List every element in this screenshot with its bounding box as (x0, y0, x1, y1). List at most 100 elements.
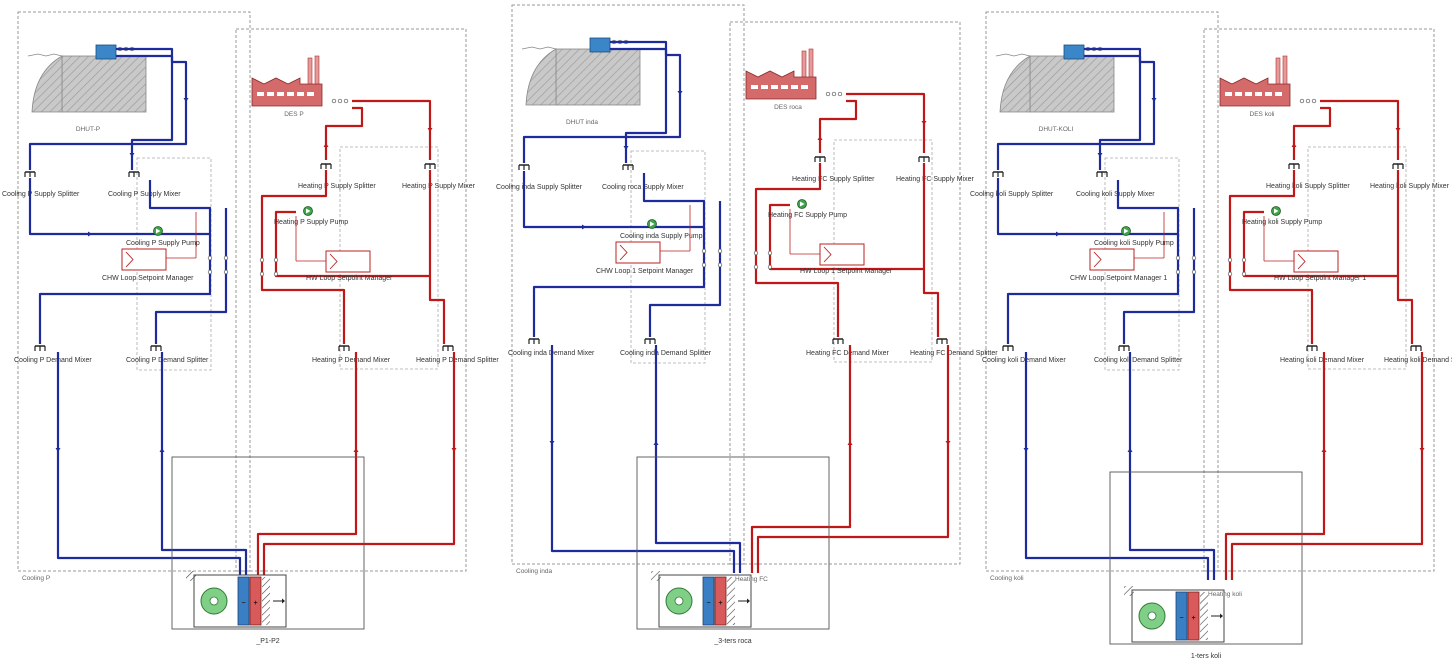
window (1245, 92, 1252, 96)
hatched-panel (1200, 592, 1208, 640)
plus-sign: + (1191, 615, 1195, 622)
hot-side (249, 576, 262, 626)
flow-arrow (129, 153, 135, 157)
flow-arrow (1395, 128, 1401, 132)
flow-arrow (159, 448, 165, 452)
flow-arrow (1291, 143, 1297, 147)
window (267, 92, 274, 96)
ground-line (27, 53, 63, 57)
district-heating-label: DES P (284, 111, 304, 118)
hw-return-pipe (324, 106, 364, 160)
chw-pump-pipe (522, 171, 706, 229)
chw-setpoint-manager[interactable] (121, 248, 167, 271)
flow-arrow (847, 441, 853, 445)
cooling-demand-mixer-label: Cooling koli Demand Mixer (982, 357, 1066, 364)
ground-line (521, 46, 557, 50)
heating-supply-pump-glyph (1274, 208, 1279, 214)
setpoint-glyph (1093, 251, 1102, 268)
flow-arrow (323, 143, 329, 147)
hw-hp-pipe (756, 345, 950, 573)
flow-arrow (183, 98, 189, 102)
hw-setpoint-manager[interactable] (1293, 250, 1339, 273)
valve-icon (753, 264, 759, 270)
hw-hp-pipe (750, 345, 852, 573)
cooling-supply-pump-glyph (1124, 228, 1129, 234)
window (791, 85, 798, 89)
hw-supply-pipe (1320, 99, 1400, 160)
valve-icon (1175, 269, 1181, 275)
hatch-block (651, 571, 661, 581)
hatch-block (1124, 586, 1134, 596)
cooling-loop-title: Cooling inda (516, 568, 553, 575)
heat-pump-frame (636, 456, 830, 630)
heat-pump-label: _3-ters roca (713, 638, 751, 645)
valve-icon (825, 91, 831, 97)
heating-supply-mixer-label: Heating P Supply Mixer (402, 183, 476, 190)
hw-setpoint-manager[interactable] (819, 243, 865, 266)
cooling-demand-splitter-label: Cooling inda Demand Splitter (620, 350, 712, 357)
valve-icon (717, 248, 723, 254)
district-cooling-building[interactable] (61, 55, 147, 113)
flow-arrow (653, 441, 659, 445)
heat-pump-label: 1-ters koli (1191, 653, 1222, 660)
valve-icon (1241, 257, 1247, 263)
hw-hp-pipe (1224, 352, 1326, 580)
discharge-arrowhead (1220, 613, 1223, 619)
chiller-icon (95, 44, 117, 60)
flow-arrow (1127, 448, 1133, 452)
flow-arrow (1419, 448, 1425, 452)
heating-supply-splitter-label: Heating FC Supply Splitter (792, 176, 875, 183)
window (801, 85, 808, 89)
heating-demand-splitter-label: Heating koli Demand Splitter (1384, 357, 1452, 364)
heat-pump-side-label: Heating koli (1208, 591, 1242, 598)
heating-supply-pump-label: Heating koli Supply Pump (1242, 219, 1322, 226)
cold-side (1175, 591, 1188, 641)
cooling-supply-mixer-label: Cooling P Supply Mixer (108, 191, 181, 198)
heating-supply-mixer-label: Heating koli Supply Mixer (1370, 183, 1450, 190)
discharge-arrowhead (282, 598, 285, 604)
chw-supply-pipe (522, 40, 682, 163)
hw-setpoint-manager-label: HW Loop Setpoint Manager 1 (1274, 275, 1366, 282)
setpoint-glyph (823, 246, 832, 263)
hw-demand-pipe (922, 269, 940, 337)
plus-sign: + (718, 600, 722, 607)
valve-icon (343, 98, 349, 104)
window (257, 92, 264, 96)
valve-icon (701, 262, 707, 268)
heating-supply-pump-glyph (306, 208, 311, 214)
heating-loop-frame (235, 28, 467, 572)
district-cooling-label: DHUT inda (566, 119, 598, 126)
setpoint-glyph (125, 251, 134, 268)
valve-icon (1191, 269, 1197, 275)
minus-sign: − (1179, 615, 1183, 622)
chiller-icon (1063, 44, 1085, 60)
window (1265, 92, 1272, 96)
chw-return-pipe (1084, 54, 1142, 170)
heating-loop-frame (729, 21, 961, 565)
chw-setpoint-manager[interactable] (615, 241, 661, 264)
window (751, 85, 758, 89)
valve-icon (273, 257, 279, 263)
valve-icon (1227, 271, 1233, 277)
valve-icon (223, 269, 229, 275)
chw-hp-pipe (550, 345, 736, 573)
window (277, 92, 284, 96)
heating-demand-splitter-label: Heating FC Demand Splitter (910, 350, 998, 357)
hw-hp-pipe (1230, 352, 1424, 580)
valve-icon (207, 255, 213, 261)
cold-side (237, 576, 250, 626)
valve-icon (1191, 255, 1197, 261)
district-cooling-building[interactable] (555, 48, 641, 106)
district-cooling-building[interactable] (1029, 55, 1115, 113)
hw-setpoint-manager-label: HW Loop 1 Setpoint Manager (800, 268, 893, 275)
valve-icon (259, 257, 265, 263)
fan-hub (674, 596, 684, 606)
valve-icon (273, 271, 279, 277)
hw-setpoint-manager[interactable] (325, 250, 371, 273)
valve-icon (717, 262, 723, 268)
chw-setpoint-manager[interactable] (1089, 248, 1135, 271)
heating-loop-frame (1203, 28, 1435, 572)
flow-arrow (451, 448, 457, 452)
